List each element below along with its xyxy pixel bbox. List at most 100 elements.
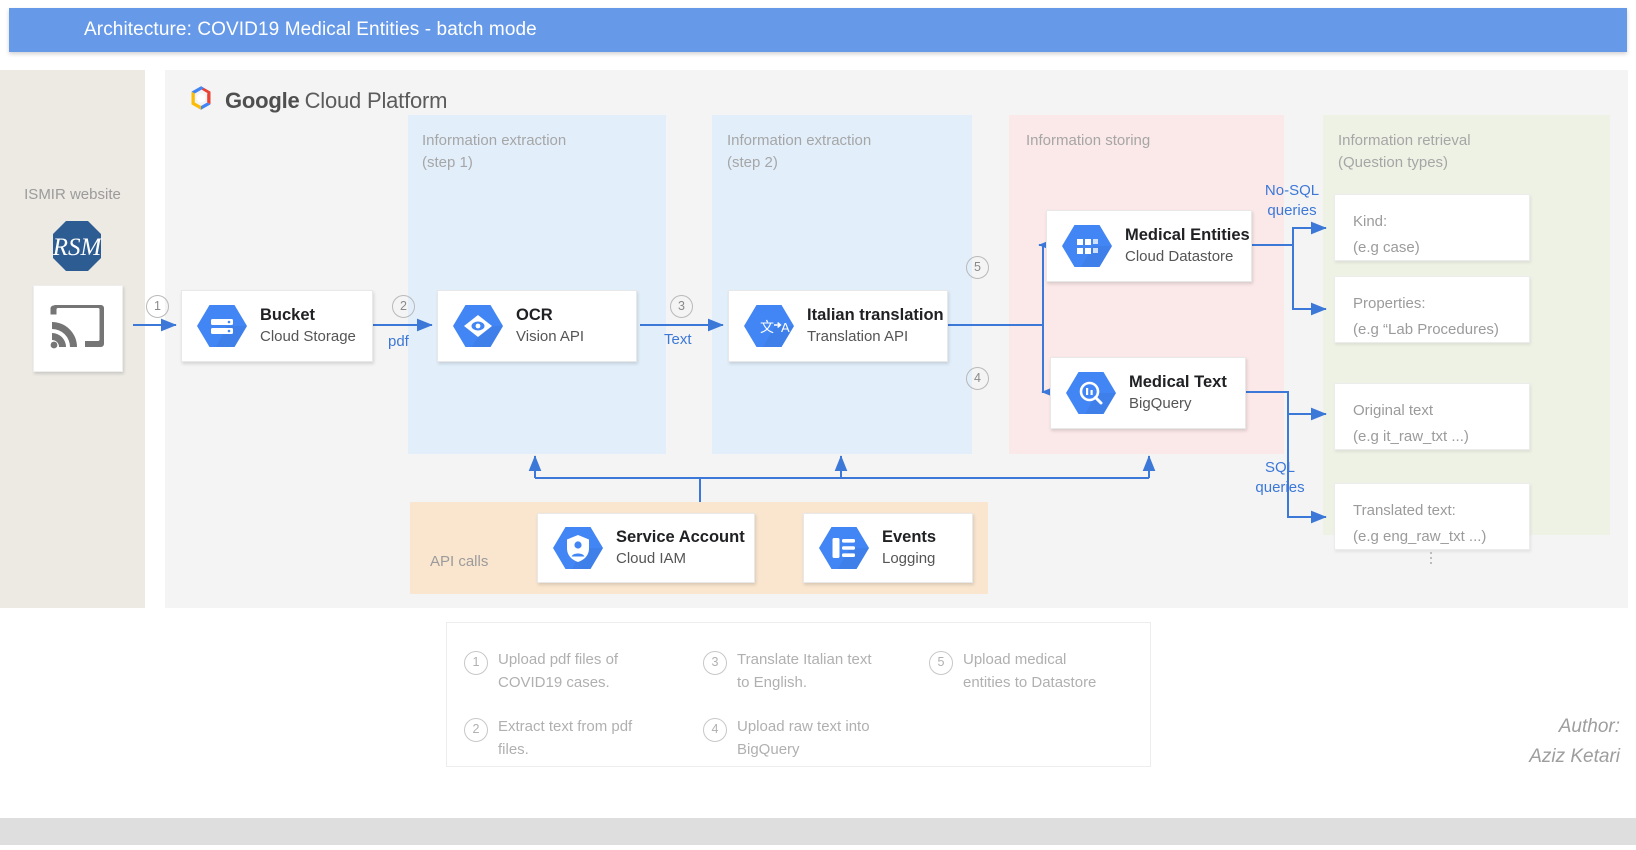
svg-text:RSM: RSM [52, 234, 103, 261]
flow-number-3: 3 [670, 295, 693, 318]
author-signature: Author: Aziz Ketari [1330, 712, 1620, 772]
source-label: ISMIR website [24, 186, 121, 203]
iam-icon [552, 522, 604, 574]
bigquery-icon [1065, 367, 1117, 419]
ismir-logo-icon: RSM [51, 219, 103, 273]
legend-number: 2 [464, 718, 488, 742]
service-subtitle: Cloud Datastore [1125, 248, 1234, 265]
retrieval-line2: (e.g eng_raw_txt ...) [1353, 528, 1487, 545]
service-title: Events [882, 528, 937, 546]
vision-api-icon [452, 300, 504, 352]
legend-line2: files. [498, 741, 529, 758]
retrieval-box-translated-text[interactable]: Translated text: (e.g eng_raw_txt ...) [1334, 483, 1530, 550]
service-card-events[interactable]: Events Logging [803, 513, 973, 583]
edge-label-nosql-queries: No-SQL queries [1258, 181, 1326, 221]
service-card-ocr[interactable]: OCR Vision API [437, 290, 637, 362]
datastore-icon [1061, 220, 1113, 272]
flow-number-5: 5 [966, 256, 989, 279]
edge-label-sql-queries: SQL queries [1236, 458, 1324, 498]
google-cloud-logo-icon [186, 83, 216, 118]
source-browser-card[interactable] [33, 285, 123, 372]
edge-label-pdf: pdf [388, 333, 409, 350]
edge-label-line1: No-SQL [1264, 182, 1320, 199]
service-subtitle: Translation API [807, 328, 909, 345]
column-label-line1: Information retrieval [1338, 132, 1471, 149]
retrieval-box-kind[interactable]: Kind: (e.g case) [1334, 194, 1530, 261]
gcp-brand-google: Google [225, 87, 300, 113]
flow-number-1: 1 [146, 295, 169, 318]
logging-icon [818, 522, 870, 574]
retrieval-line1: Kind: [1353, 213, 1388, 230]
author-name: Aziz Ketari [1529, 746, 1620, 767]
translation-api-icon: 文 A [743, 300, 795, 352]
legend-line2: to English. [737, 674, 808, 691]
service-title: Bucket [260, 306, 316, 324]
column-label-line2: (step 1) [422, 154, 473, 171]
column-information-extraction-step1 [408, 115, 666, 454]
service-subtitle: Cloud IAM [616, 550, 687, 567]
retrieval-box-properties[interactable]: Properties: (e.g “Lab Procedures) [1334, 276, 1530, 343]
column-label-line1: Information extraction [727, 132, 872, 149]
service-card-bucket[interactable]: Bucket Cloud Storage [181, 290, 373, 362]
service-title: Medical Entities [1125, 226, 1250, 244]
retrieval-line1: Translated text: [1353, 502, 1456, 519]
cloud-storage-icon [196, 300, 248, 352]
svg-text:A: A [781, 320, 790, 335]
legend-number: 1 [464, 651, 488, 675]
title-bar: Architecture: COVID19 Medical Entities -… [9, 8, 1627, 52]
flow-number-4: 4 [966, 367, 989, 390]
service-card-medical-entities[interactable]: Medical Entities Cloud Datastore [1046, 210, 1252, 282]
retrieval-line2: (e.g case) [1353, 239, 1420, 256]
legend-text: Translate Italian text to English. [737, 648, 872, 694]
api-calls-label: API calls [430, 553, 489, 570]
service-subtitle: Logging [882, 550, 936, 567]
service-card-service-account[interactable]: Service Account Cloud IAM [537, 513, 755, 583]
legend-line2: entities to Datastore [963, 674, 1097, 691]
edge-label-text: Text [664, 331, 692, 348]
flow-number-2: 2 [392, 295, 415, 318]
ellipsis-vertical-icon: ... [1428, 538, 1434, 568]
edge-label-line2: queries [1255, 479, 1305, 496]
svg-text:文: 文 [760, 320, 774, 336]
footer-bar [0, 818, 1636, 845]
service-title: Italian translation [807, 306, 944, 324]
retrieval-box-original-text[interactable]: Original text (e.g it_raw_txt ...) [1334, 383, 1530, 450]
service-subtitle: Cloud Storage [260, 328, 356, 345]
legend-panel: 1 Upload pdf files of COVID19 cases. 2 E… [446, 622, 1151, 767]
service-card-medical-text[interactable]: Medical Text BigQuery [1050, 357, 1246, 429]
legend-line1: Upload pdf files of [498, 651, 619, 668]
legend-text: Extract text from pdf files. [498, 715, 632, 761]
legend-text: Upload raw text into BigQuery [737, 715, 870, 761]
legend-line1: Extract text from pdf [498, 718, 633, 735]
legend-line1: Translate Italian text [737, 651, 872, 668]
column-label-line1: Information extraction [422, 132, 567, 149]
service-card-translation[interactable]: 文 A Italian translation Translation API [728, 290, 948, 362]
browser-window-icon [49, 300, 107, 357]
legend-number: 5 [929, 651, 953, 675]
legend-line2: COVID19 cases. [498, 674, 610, 691]
retrieval-line2: (e.g “Lab Procedures) [1353, 321, 1499, 338]
legend-text: Upload medical entities to Datastore [963, 648, 1096, 694]
legend-line2: BigQuery [737, 741, 800, 758]
edge-label-line1: SQL [1264, 459, 1295, 476]
legend-number: 3 [703, 651, 727, 675]
column-label-extraction2: Information extraction (step 2) [727, 130, 871, 174]
column-label-retrieval: Information retrieval (Question types) [1338, 130, 1471, 174]
column-label-line1: Information storing [1026, 132, 1151, 149]
column-information-extraction-step2 [712, 115, 972, 454]
edge-label-line2: queries [1267, 202, 1317, 219]
service-subtitle: BigQuery [1129, 395, 1192, 412]
service-subtitle: Vision API [516, 328, 585, 345]
service-title: Service Account [616, 528, 745, 546]
column-label-line2: (Question types) [1338, 154, 1449, 171]
column-label-extraction1: Information extraction (step 1) [422, 130, 566, 174]
legend-line1: Upload raw text into [737, 718, 870, 735]
gcp-brand-rest: Cloud Platform [304, 87, 448, 113]
service-title: OCR [516, 306, 553, 324]
retrieval-line2: (e.g it_raw_txt ...) [1353, 428, 1469, 445]
legend-number: 4 [703, 718, 727, 742]
retrieval-line1: Properties: [1353, 295, 1426, 312]
column-label-line2: (step 2) [727, 154, 778, 171]
